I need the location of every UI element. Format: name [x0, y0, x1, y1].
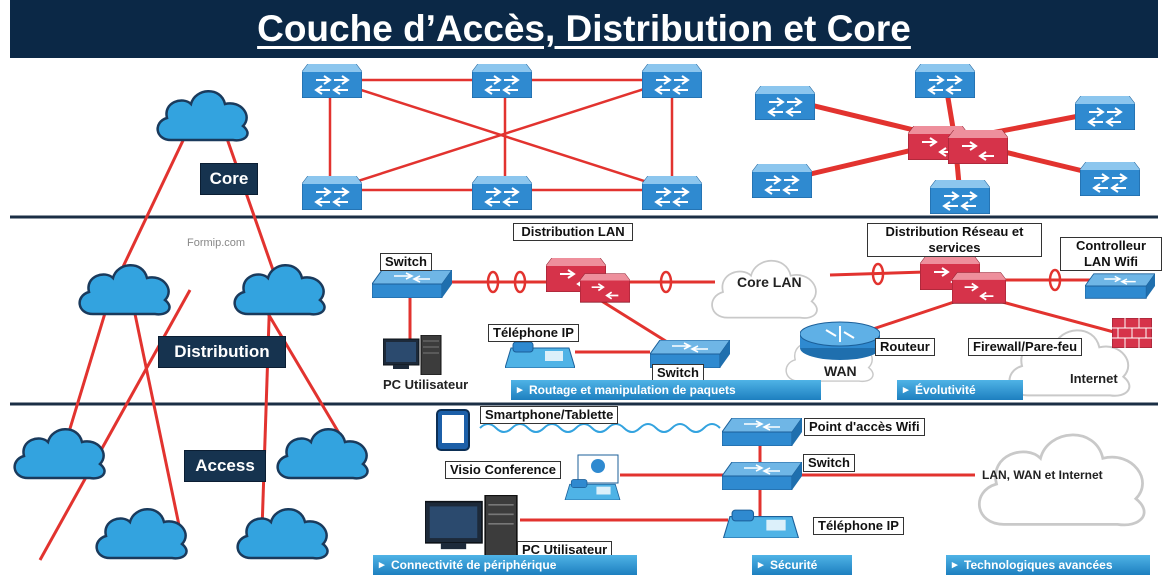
- distribution-services-switch: [952, 272, 1006, 304]
- router-device: [800, 321, 880, 360]
- core-star-switch: [1075, 96, 1135, 130]
- distribution-services-label: Distribution Réseau et services: [867, 223, 1042, 257]
- smartphone-screen: [442, 415, 464, 443]
- access-cloud-1: [13, 427, 106, 480]
- visio-label: Visio Conference: [445, 461, 561, 479]
- pc-device: [383, 335, 442, 375]
- access-ip-phone-label: Téléphone IP: [813, 517, 904, 535]
- core-switch: [302, 64, 362, 98]
- distribution-cloud-left: [78, 263, 171, 316]
- feature-routing: Routage et manipulation de paquets: [511, 380, 821, 400]
- hierarchy-links: [38, 129, 354, 561]
- link-rings: [486, 262, 1062, 294]
- feature-connectivity: Connectivité de périphérique: [373, 555, 637, 575]
- feature-security: Sécurité: [752, 555, 852, 575]
- core-center-switch: [948, 130, 1008, 164]
- page-title: Couche d’Accès, Distribution et Core: [257, 8, 911, 49]
- smartphone-label: Smartphone/Tablette: [480, 406, 619, 424]
- core-star-switch: [752, 164, 812, 198]
- access-layer-label: Access: [184, 450, 266, 482]
- firewall-device: [1112, 318, 1152, 348]
- core-layer-label: Core: [200, 163, 258, 195]
- core-switch: [642, 64, 702, 98]
- access-pc-device: [425, 495, 518, 559]
- wan-label: WAN: [824, 363, 857, 379]
- watermark: Formip.com: [187, 237, 246, 249]
- ip-phone-label: Téléphone IP: [488, 324, 579, 342]
- distribution-lan-label: Distribution LAN: [513, 223, 633, 241]
- distribution-access-switch: [372, 270, 452, 298]
- access-switch: [722, 462, 802, 490]
- layer-dividers: [10, 215, 1158, 406]
- ip-phone-device: [505, 341, 575, 368]
- distribution-cloud-right: [233, 263, 326, 316]
- wifi-controller-label: Controlleur LAN Wifi: [1060, 237, 1162, 271]
- internet-label: Internet: [1070, 371, 1118, 386]
- core-star-switch: [915, 64, 975, 98]
- core-star-switch: [1080, 162, 1140, 196]
- title-bar: Couche d’Accès, Distribution et Core: [10, 0, 1158, 58]
- wifi-controller-device: [1085, 272, 1155, 300]
- wireless-link: [479, 423, 721, 433]
- access-cloud-3: [95, 507, 188, 560]
- switch-label: Switch: [380, 253, 432, 271]
- lan-wan-label: LAN, WAN et Internet: [982, 468, 1103, 482]
- access-cloud-2: [276, 427, 369, 480]
- distribution-layer-label: Distribution: [158, 336, 286, 368]
- distribution-links: [408, 270, 1126, 354]
- wifi-ap-label: Point d'accès Wifi: [804, 418, 925, 436]
- feature-scalability: Évolutivité: [897, 380, 1023, 400]
- feature-advanced-tech: Technologiques avancées: [946, 555, 1150, 575]
- core-switch: [472, 64, 532, 98]
- core-switch: [472, 176, 532, 210]
- access-cloud-4: [236, 507, 329, 560]
- visio-user: [591, 459, 605, 473]
- router-label: Routeur: [875, 338, 935, 356]
- wifi-access-point: [722, 418, 802, 446]
- pc-label: PC Utilisateur: [383, 377, 469, 392]
- core-switch: [642, 176, 702, 210]
- firewall-label: Firewall/Pare-feu: [968, 338, 1083, 356]
- core-star-switch: [755, 86, 815, 120]
- distribution-lan-switch: [580, 272, 630, 304]
- access-switch-label: Switch: [803, 454, 855, 472]
- core-cloud: [156, 89, 249, 142]
- core-lan-label: Core LAN: [737, 274, 802, 290]
- core-switch: [302, 176, 362, 210]
- core-star-switch: [930, 180, 990, 214]
